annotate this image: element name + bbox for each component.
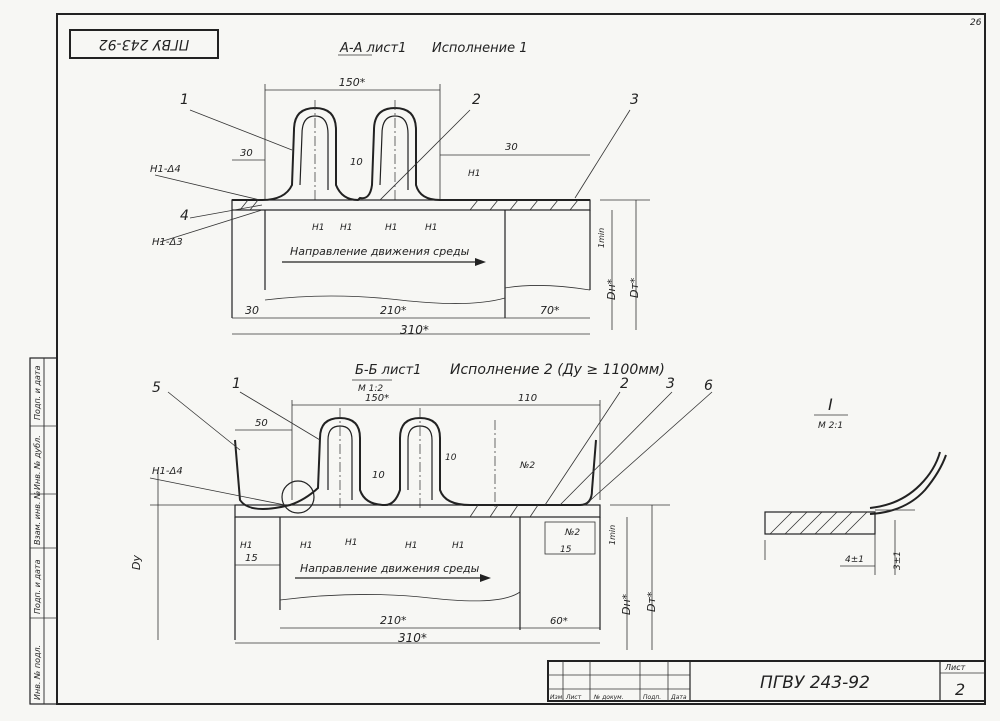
section-b-scale: М 1:2 — [358, 384, 383, 394]
detail-label: I — [828, 395, 833, 414]
a-callout-3: 3 — [630, 92, 639, 108]
b-dim-10b: 10 — [445, 453, 457, 463]
side-label-3: Взам. инв. № — [33, 491, 42, 545]
a-weld-n1-e: Н1 — [468, 169, 481, 179]
a-bellows — [232, 106, 590, 202]
section-b-variant: Исполнение 2 (Ду ≥ 1100мм) — [450, 362, 665, 378]
section-a-title: А-А лист1 — [339, 41, 406, 56]
b-dim-15-left: 15 — [245, 553, 258, 564]
detail-i: I М 2:1 4±1 3±1 — [764, 395, 947, 575]
tb-doc-number: ПГВУ 243-92 — [760, 673, 870, 693]
b-weld-n1-d: Н1 — [240, 541, 253, 551]
a-dim-gap: 1min — [597, 228, 606, 248]
a-dim-30-bottom: 30 — [245, 304, 259, 317]
a-weld-n1-b: Н1 — [340, 223, 353, 233]
b-weld-n1-e: Н1 — [300, 541, 313, 551]
a-weld-n1-c: Н1 — [385, 223, 398, 233]
b-dim-dy: Dу — [130, 555, 143, 570]
b-dim-150: 150* — [365, 393, 389, 404]
b-callout-6: 6 — [704, 378, 713, 394]
a-dim-dn: Dн* — [605, 278, 618, 300]
a-weld-left1: Н1-Δ4 — [150, 164, 181, 175]
b-callout-3: 3 — [666, 376, 675, 392]
a-dim-150: 150* — [339, 76, 366, 89]
b-bellows — [234, 416, 597, 510]
side-label-5: Инв. № подл. — [33, 645, 42, 700]
b-dim-210: 210* — [380, 614, 407, 627]
a-callout-2: 2 — [472, 92, 481, 108]
b-dim-60: 60* — [550, 616, 568, 627]
a-dim-210: 210* — [380, 304, 407, 317]
b-dim-15-right: 15 — [560, 545, 572, 555]
top-stamp-text: ПГВУ 243-92 — [99, 36, 190, 52]
b-weld-n1-c: Н1 — [452, 541, 465, 551]
tb-col-list: Лист — [565, 694, 582, 701]
b-callout-1: 1 — [232, 376, 241, 392]
top-stamp: ПГВУ 243-92 — [69, 29, 219, 59]
tb-col-sign: Подп. — [643, 694, 661, 701]
a-weld-n1-d: Н1 — [425, 223, 438, 233]
tb-sheet-number: 2 — [955, 680, 965, 699]
a-callout-4: 4 — [180, 208, 189, 224]
b-weld-n1-b: Н1 — [405, 541, 418, 551]
section-a: А-А лист1 Исполнение 1 150* Направление … — [150, 41, 650, 337]
b-dim-dt: Dт* — [645, 591, 658, 612]
a-dim-30-right: 30 — [505, 142, 518, 153]
side-label-1: Подп. и дата — [33, 365, 42, 420]
tb-sheet-label: Лист — [944, 663, 966, 672]
b-dim-110: 110 — [518, 393, 537, 404]
b-weld-n2-box: №2 — [564, 528, 580, 538]
b-weld-n1-a: Н1 — [345, 538, 358, 548]
side-label-2: Инв. № дубл. — [33, 435, 42, 490]
side-strip: Подп. и дата Инв. № дубл. Взам. инв. № П… — [29, 357, 58, 705]
b-weld-n2: №2 — [519, 461, 535, 471]
b-dim-dn: Dн* — [620, 593, 633, 615]
a-dim-dt: Dт* — [628, 277, 641, 298]
detail-bend — [869, 451, 941, 509]
a-weld-left2: Н1-Δ3 — [152, 237, 183, 248]
b-dim-50: 50 — [255, 418, 268, 429]
detail-scale: М 2:1 — [818, 421, 843, 431]
section-b: Б-Б лист1 Исполнение 2 (Ду ≥ 1100мм) М 1… — [130, 362, 713, 650]
page-number: 26 — [970, 18, 982, 28]
title-block: Изм. Лист № докум. Подп. Дата ПГВУ 243-9… — [547, 660, 986, 702]
b-weld-left: Н1-Δ4 — [152, 466, 183, 477]
a-dim-30-left: 30 — [240, 148, 253, 159]
detail-dim-1: 4±1 — [845, 555, 864, 565]
tb-col-izm: Изм. — [550, 694, 564, 701]
tb-col-doc: № докум. — [593, 694, 624, 701]
a-flow-text: Направление движения среды — [290, 245, 470, 258]
tb-col-date: Дата — [670, 694, 687, 701]
outer-frame — [56, 13, 986, 705]
a-dim-310: 310* — [400, 323, 429, 337]
section-b-title: Б-Б лист1 — [355, 363, 421, 378]
b-callout-2: 2 — [620, 376, 629, 392]
section-a-variant: Исполнение 1 — [432, 41, 527, 56]
a-dim-10: 10 — [350, 157, 363, 168]
side-label-4: Подп. и дата — [33, 559, 42, 614]
detail-dim-2: 3±1 — [893, 551, 903, 570]
b-dim-10: 10 — [372, 470, 385, 481]
a-weld-n1-a: Н1 — [312, 223, 325, 233]
b-dim-gap: 1min — [608, 525, 617, 545]
b-flow-text: Направление движения среды — [300, 562, 480, 575]
b-callout-5: 5 — [152, 380, 161, 396]
b-detail-circle — [281, 480, 315, 514]
a-callout-1: 1 — [180, 92, 189, 108]
b-dim-310: 310* — [398, 631, 427, 645]
a-dim-70: 70* — [540, 304, 560, 317]
